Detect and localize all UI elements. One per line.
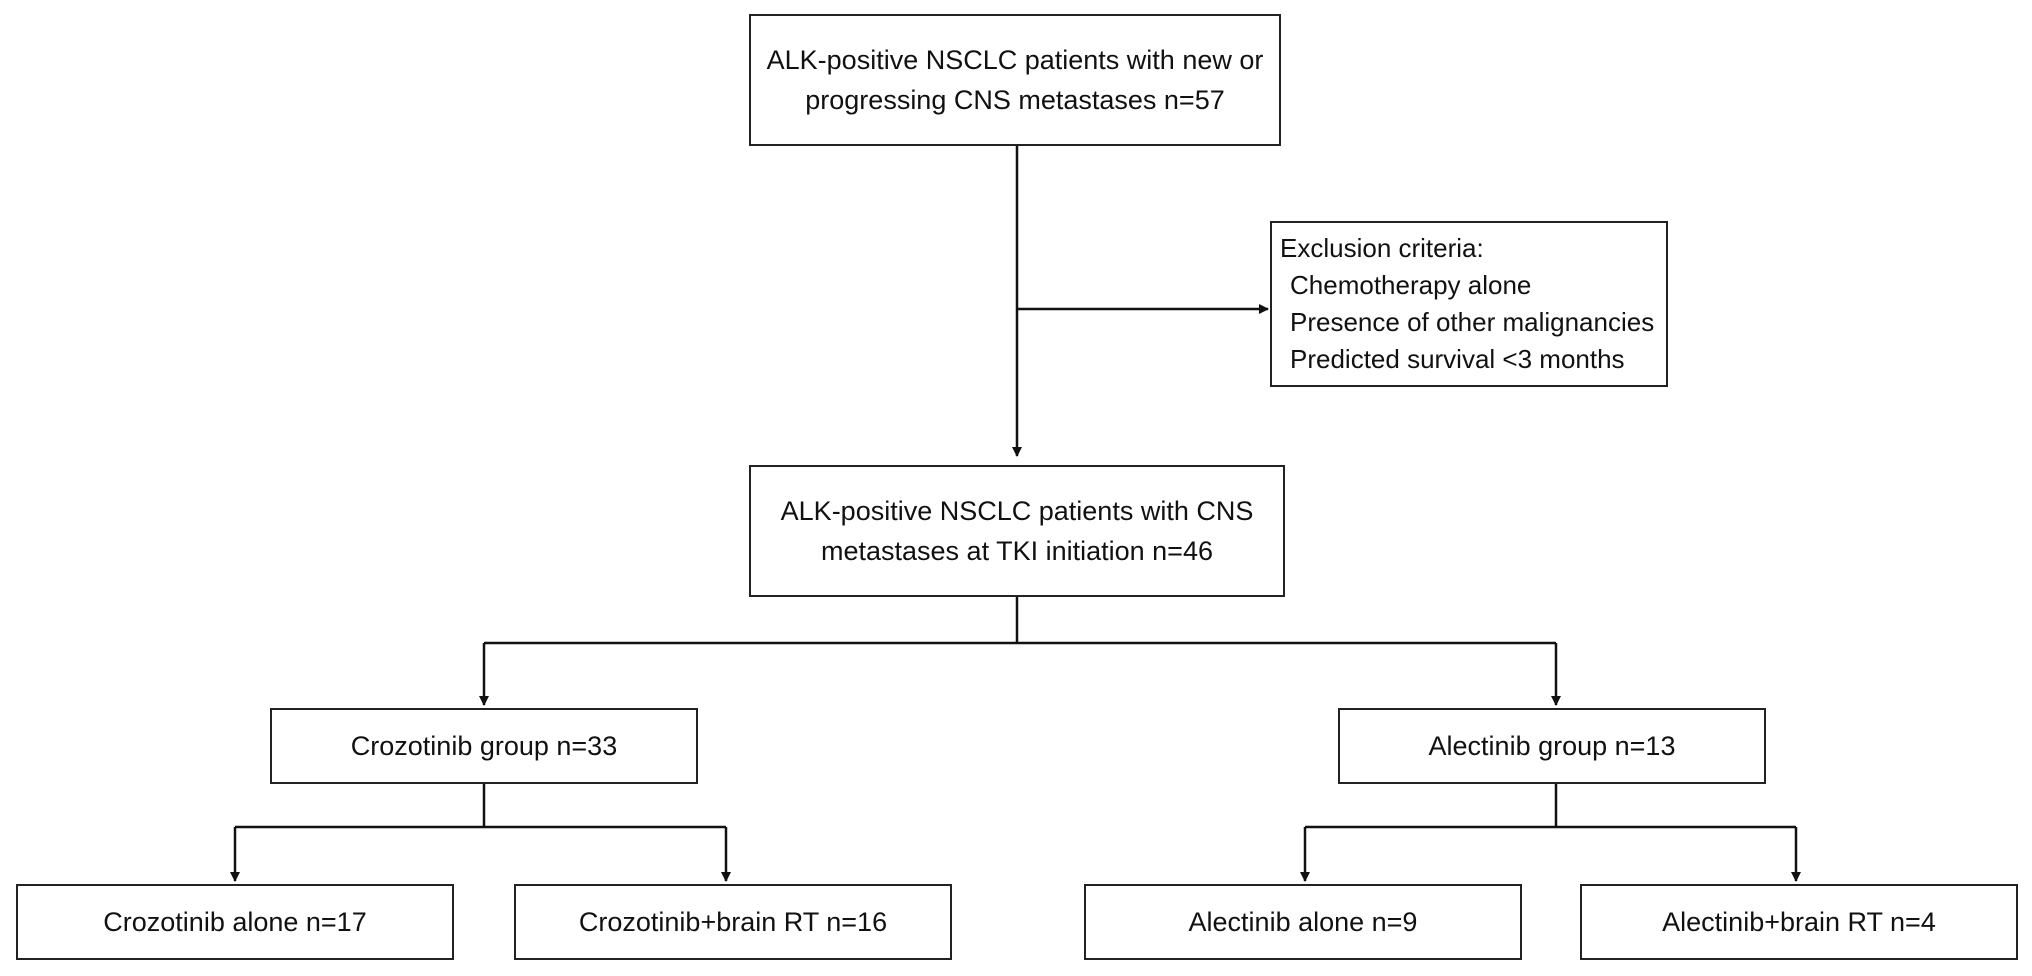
crozotinib-group-label: Crozotinib group n=33 bbox=[350, 731, 618, 761]
crozotinib-alone-box: Crozotinib alone n=17 bbox=[16, 884, 454, 960]
exclusion-criteria-heading: Exclusion criteria: bbox=[1280, 233, 1484, 263]
alectinib-alone-box: Alectinib alone n=9 bbox=[1084, 884, 1522, 960]
alectinib-rt-label: Alectinib+brain RT n=4 bbox=[1662, 907, 1936, 937]
exclusion-criterion: Presence of other malignancies bbox=[1290, 307, 1655, 337]
alectinib-group-label: Alectinib group n=13 bbox=[1428, 731, 1676, 761]
exclusion-criterion: Chemotherapy alone bbox=[1290, 270, 1532, 300]
start-population-line-2: progressing CNS metastases n=57 bbox=[805, 85, 1225, 115]
included-population-line-1: ALK-positive NSCLC patients with CNS bbox=[780, 496, 1254, 526]
crozotinib-group-box: Crozotinib group n=33 bbox=[270, 708, 698, 784]
crozotinib-alone-label: Crozotinib alone n=17 bbox=[103, 907, 367, 937]
start-population-line-1: ALK-positive NSCLC patients with new or bbox=[766, 45, 1264, 75]
exclusion-criterion: Predicted survival <3 months bbox=[1290, 344, 1625, 374]
alectinib-group-box: Alectinib group n=13 bbox=[1338, 708, 1766, 784]
included-population-box: ALK-positive NSCLC patients with CNS met… bbox=[749, 465, 1285, 597]
included-population-line-2: metastases at TKI initiation n=46 bbox=[821, 536, 1213, 566]
exclusion-criteria-box: Exclusion criteria: Chemotherapy alone P… bbox=[1270, 221, 1668, 387]
start-population-box: ALK-positive NSCLC patients with new or … bbox=[749, 14, 1281, 146]
crozotinib-rt-label: Crozotinib+brain RT n=16 bbox=[578, 907, 888, 937]
alectinib-alone-label: Alectinib alone n=9 bbox=[1188, 907, 1418, 937]
alectinib-rt-box: Alectinib+brain RT n=4 bbox=[1580, 884, 2018, 960]
crozotinib-rt-box: Crozotinib+brain RT n=16 bbox=[514, 884, 952, 960]
